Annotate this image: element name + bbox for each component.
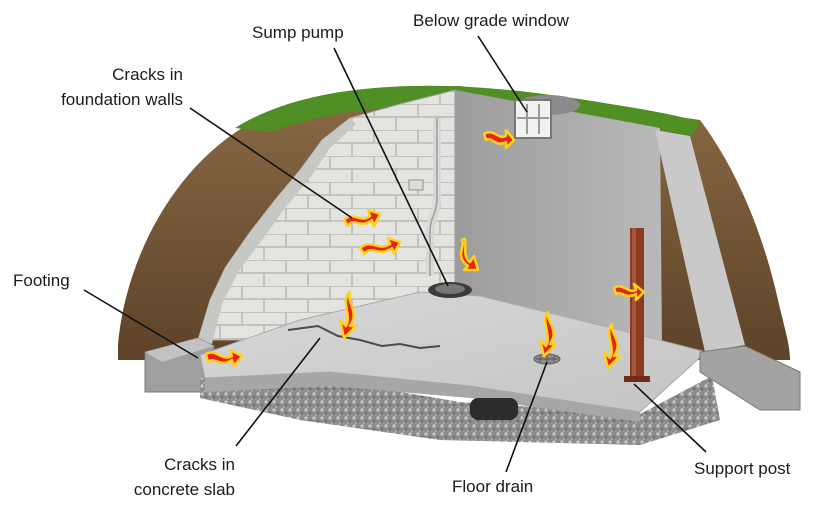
slab-crack [287,324,441,350]
drain-pipe [470,398,518,420]
leader-lines [83,35,707,473]
leader-support-post [633,383,707,453]
leader-floor-drain [505,361,548,473]
water-seepage-arrow-icon [342,208,382,228]
water-seepage-arrow-icon [612,282,646,302]
water-seepage-arrow-icon [538,310,558,358]
label-cracks-slab-line1: Cracks in [164,455,235,474]
block-wall-edge [198,118,356,344]
gravel-base [200,376,720,445]
water-seepage-arrow-icon [482,128,516,150]
label-sump-pump: Sump pump [252,23,344,42]
leader-cracks-walls [189,107,353,219]
water-seepage-arrow-icon [602,322,622,370]
leader-footing [83,289,199,359]
label-below-grade-window: Below grade window [413,11,570,30]
grass-edge [235,85,700,136]
concrete-wall-back [455,90,662,345]
label-footing: Footing [13,271,70,290]
leader-below-grade-window [477,35,528,113]
sump-pit-icon [428,282,472,298]
below-grade-window [514,95,580,139]
footing-right [699,345,801,411]
concrete-wall-edge [655,130,745,352]
support-post [624,228,650,382]
water-seepage-arrow-icon [459,237,480,272]
water-seepage-arrow-icon [338,290,358,340]
leader-cracks-slab [235,337,321,447]
concrete-slab-edge [205,372,640,422]
label-floor-drain: Floor drain [452,477,533,496]
sump-discharge-pipe [408,118,441,276]
leader-sump-pump [333,47,449,287]
water-seepage-arrows [204,128,646,370]
water-seepage-arrow-icon [204,348,244,368]
label-cracks-walls-line1: Cracks in [112,65,183,84]
water-seepage-arrow-icon [358,236,402,256]
label-cracks-walls-line2: foundation walls [61,90,183,109]
label-support-post: Support post [694,459,791,478]
label-cracks-slab-line2: concrete slab [134,480,235,499]
